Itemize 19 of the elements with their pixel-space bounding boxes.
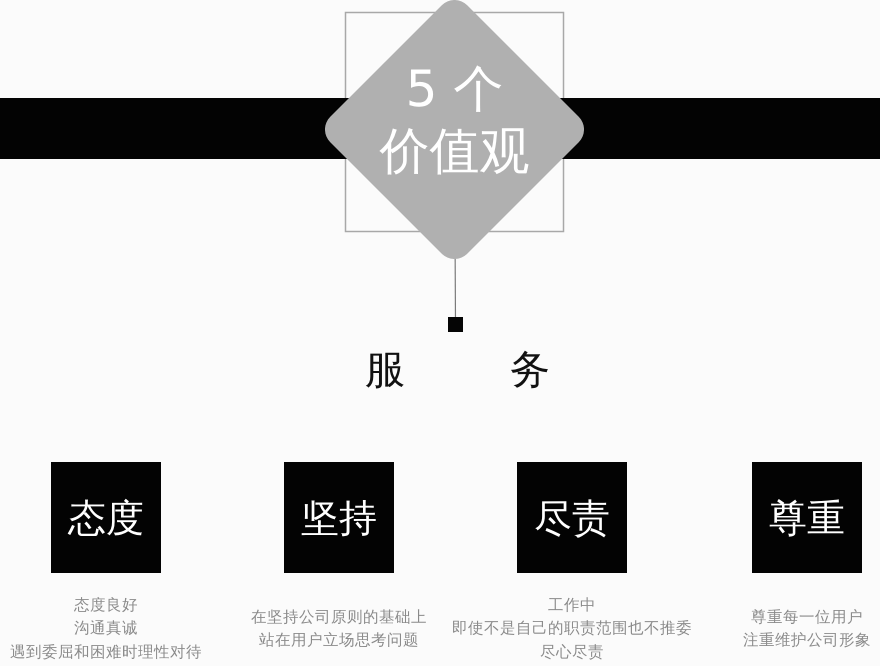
value-box: 坚持 <box>284 462 394 573</box>
description-text: 遇到委屈和困难时理性对待 <box>10 642 202 663</box>
value-box: 尽责 <box>517 462 627 573</box>
description-text: 尽心尽责 <box>540 642 604 663</box>
value-box: 尊重 <box>752 462 862 573</box>
description-text: 工作中 <box>548 594 596 616</box>
description-text: 尊重每一位用户 <box>751 606 863 628</box>
description-text: 在坚持公司原则的基础上 <box>251 606 427 628</box>
value-box: 态度 <box>51 462 161 573</box>
description-text: 站在用户立场思考问题 <box>259 630 419 651</box>
description-text: 即使不是自己的职责范围也不推委 <box>452 618 692 640</box>
connector-line <box>454 258 456 317</box>
square-marker <box>448 317 463 332</box>
diamond-label: 价值观 <box>380 121 530 182</box>
description-text: 注重维护公司形象 <box>743 630 871 651</box>
description-text: 沟通真诚 <box>74 618 138 640</box>
section-heading: 服务 <box>365 346 550 394</box>
description-text: 态度良好 <box>74 594 138 616</box>
diamond-label: 5 个 <box>406 59 504 120</box>
